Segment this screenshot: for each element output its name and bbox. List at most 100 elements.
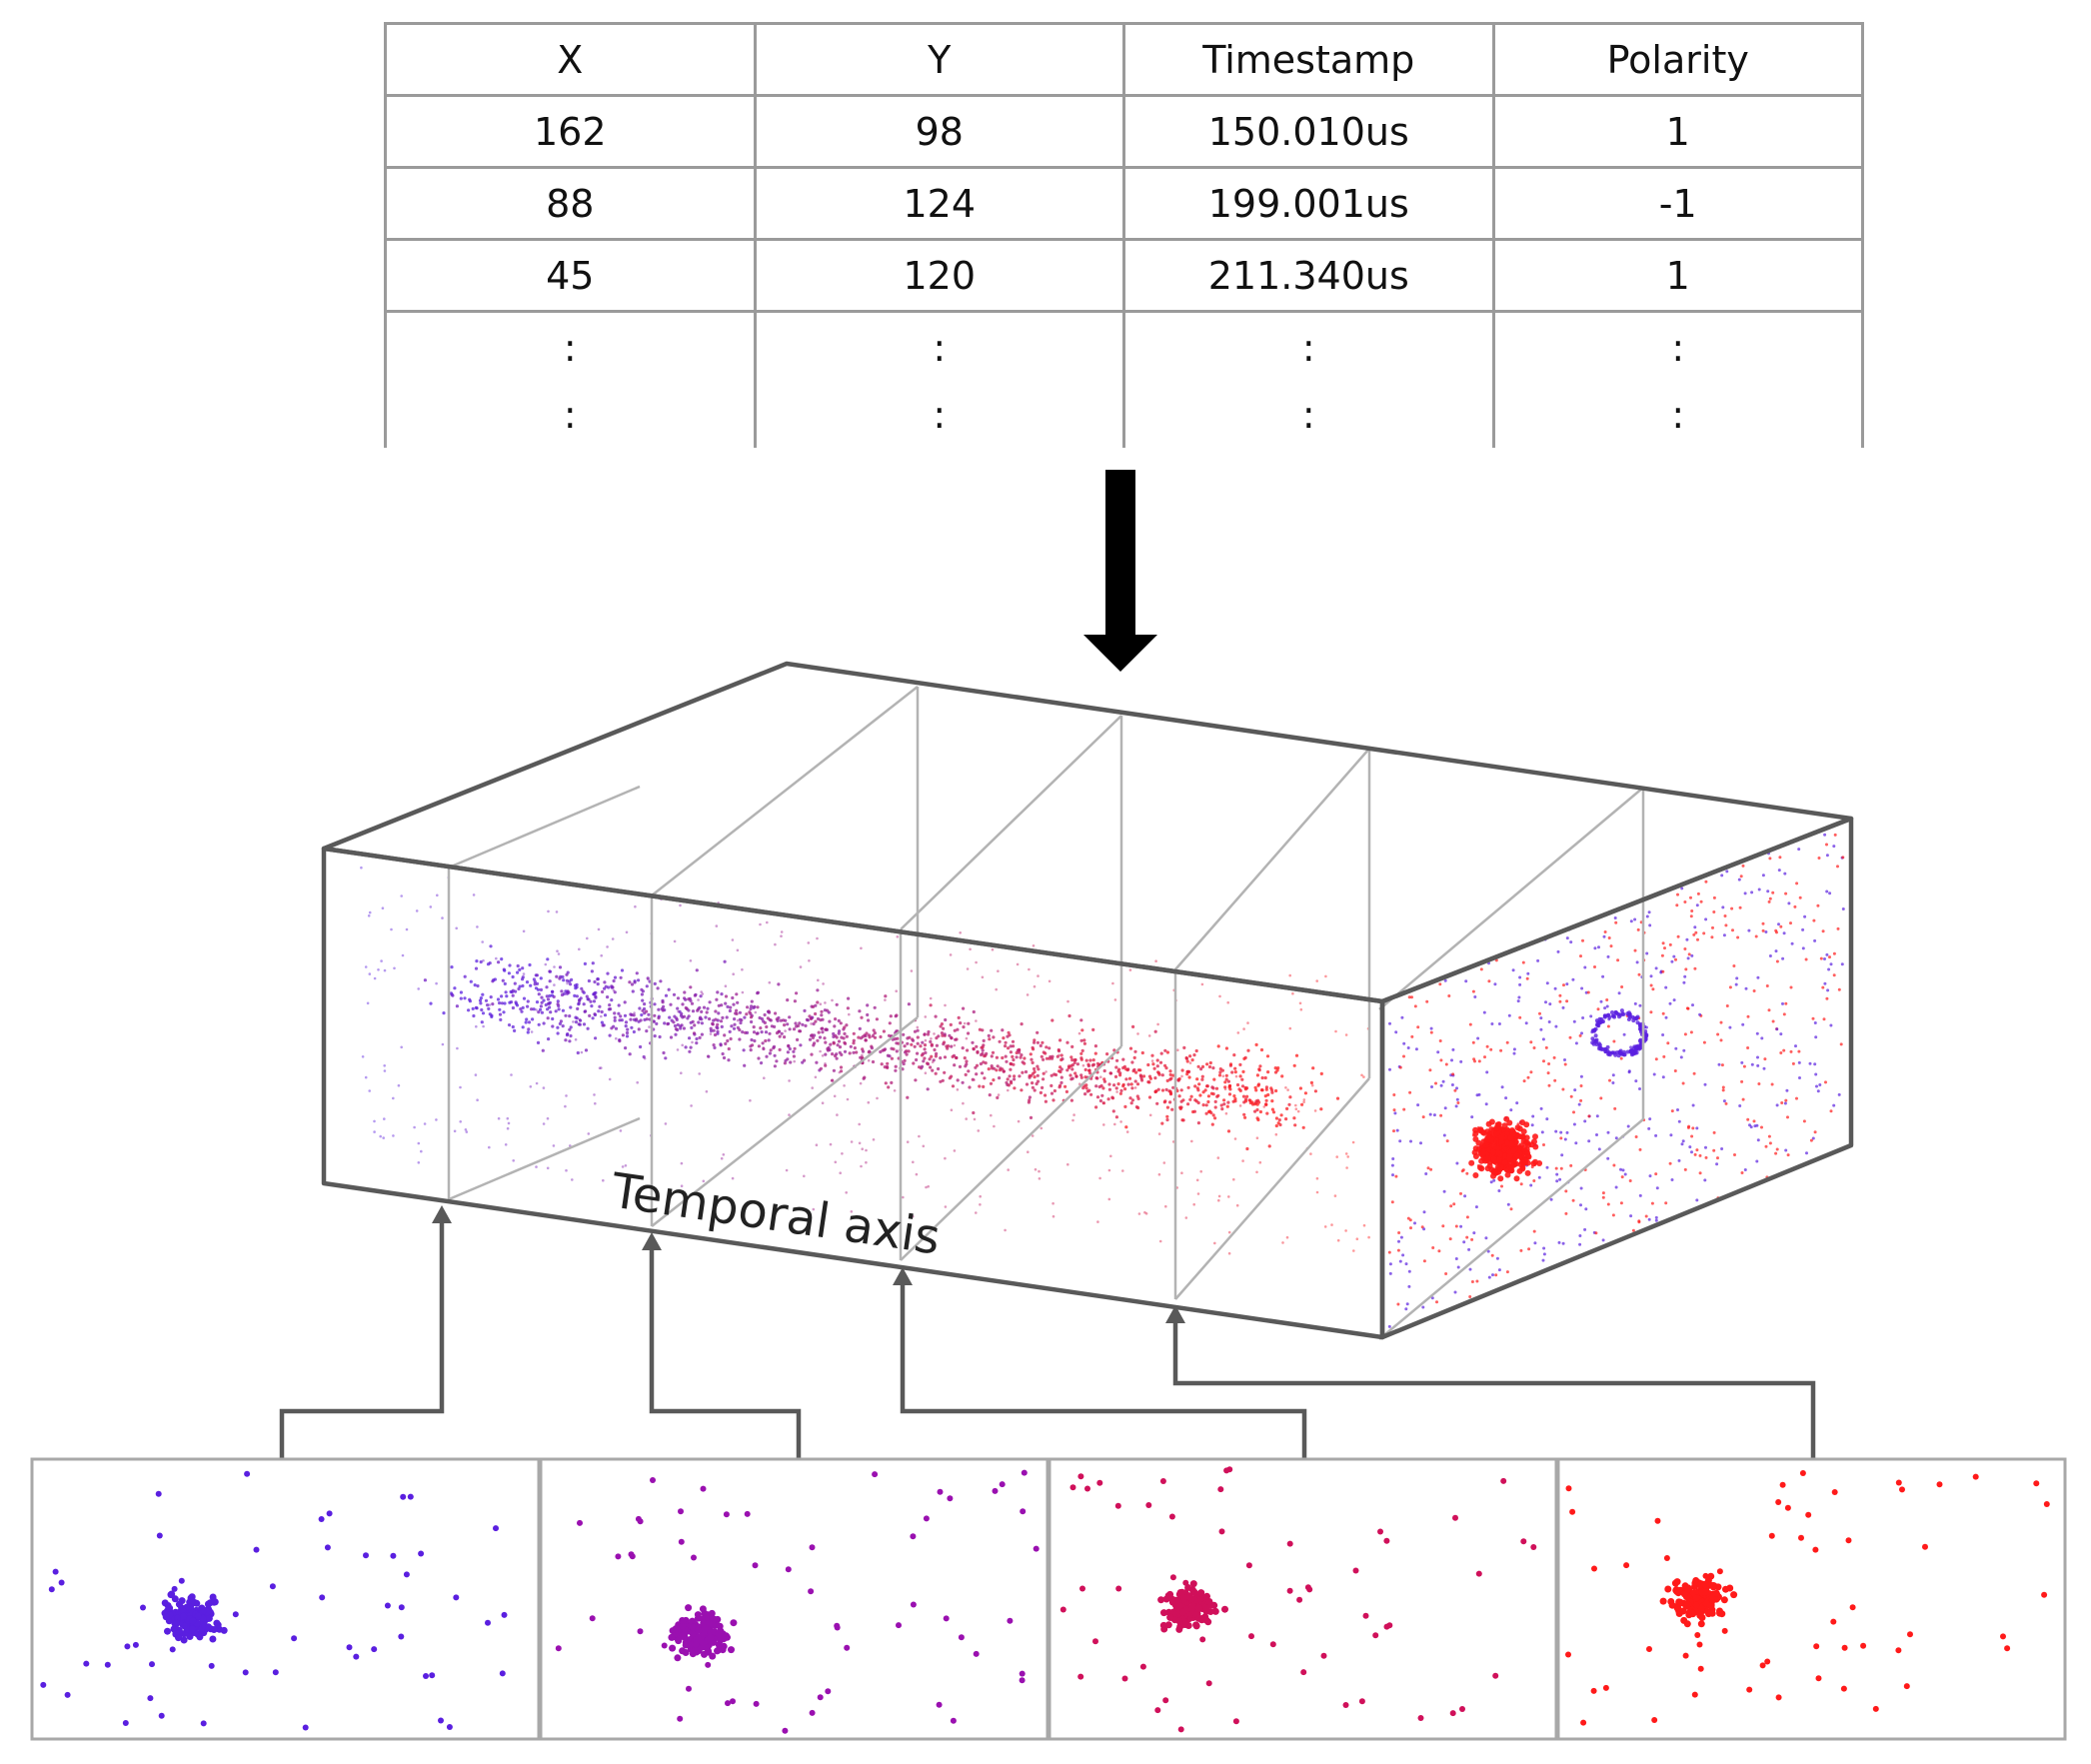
event-dot: [574, 1015, 578, 1019]
time-slice-planes: [447, 686, 1645, 1340]
event-dot: [626, 1027, 630, 1031]
event-dot: [750, 999, 754, 1003]
event-dot: [373, 976, 377, 980]
event-dot: [1738, 1104, 1742, 1107]
event-dot: [700, 990, 703, 993]
event-dot: [834, 1160, 838, 1164]
event-dot: [1779, 924, 1783, 928]
event-dot: [691, 1009, 696, 1013]
event-dot: [1020, 1022, 1024, 1026]
event-dot: [645, 1017, 649, 1021]
event-dot: [816, 988, 820, 992]
event-dot: [1206, 1099, 1210, 1104]
event-dot: [676, 1048, 680, 1051]
event-dot: [1696, 891, 1700, 895]
frame-event-dot: [1500, 1477, 1507, 1484]
event-dot: [798, 1029, 802, 1033]
event-dot: [1222, 1098, 1226, 1102]
event-dot: [614, 1026, 619, 1030]
event-dot: [1243, 1055, 1247, 1059]
event-dot: [1781, 956, 1785, 960]
event-dot: [611, 937, 615, 940]
frame-event-dot: [1180, 1594, 1188, 1602]
event-dot: [1812, 918, 1816, 922]
event-dot: [961, 1046, 965, 1050]
event-dot: [1186, 1102, 1190, 1106]
frame-event-dot: [1972, 1473, 1979, 1480]
frame-event-dot: [947, 1495, 954, 1502]
event-dot: [1185, 1059, 1189, 1063]
event-dot: [1802, 1119, 1806, 1123]
event-dot: [1545, 1165, 1549, 1169]
event-dot: [1580, 1031, 1583, 1035]
event-dot: [824, 1027, 829, 1031]
event-dot: [1033, 1040, 1037, 1044]
event-dot: [555, 910, 559, 913]
event-dot: [709, 1032, 713, 1035]
continuation-mark: :: [384, 382, 757, 448]
frame-event-dot: [2000, 1633, 2006, 1640]
event-dot: [821, 1054, 825, 1057]
event-dot: [569, 1025, 573, 1029]
event-dot: [1487, 979, 1491, 983]
event-dot: [1519, 1119, 1526, 1126]
event-dot: [400, 1045, 404, 1049]
event-dot: [705, 1010, 709, 1014]
frame-event-dot: [937, 1488, 944, 1495]
event-dot: [1675, 903, 1679, 907]
event-dot: [1486, 1249, 1490, 1253]
frame-event-dot: [1730, 1591, 1738, 1599]
event-dot: [1192, 1053, 1196, 1057]
event-dot: [943, 1055, 948, 1059]
event-dot: [1147, 1080, 1151, 1084]
event-dot: [1629, 919, 1633, 923]
event-dot: [1527, 1247, 1531, 1251]
event-dot: [1676, 934, 1680, 938]
event-dot: [1648, 923, 1652, 927]
event-dot: [1462, 1240, 1466, 1244]
event-dot: [405, 927, 409, 931]
event-dot: [1082, 1041, 1086, 1045]
event-dot: [584, 1048, 589, 1052]
event-dot: [720, 1024, 724, 1028]
event-dot: [1661, 1033, 1665, 1036]
event-dot: [1682, 1048, 1686, 1052]
event-dot: [967, 1031, 971, 1035]
event-dot: [1513, 1151, 1520, 1158]
event-dot: [580, 1050, 584, 1054]
event-dot: [1413, 1221, 1416, 1225]
event-dot: [1152, 1066, 1156, 1070]
event-dot: [1629, 1045, 1633, 1049]
event-dot: [1546, 1071, 1550, 1075]
event-dot: [1234, 1074, 1238, 1078]
event-dot: [1128, 1096, 1132, 1100]
event-dot: [1579, 1186, 1583, 1190]
event-dot: [1086, 1062, 1090, 1066]
event-dot: [749, 1048, 753, 1052]
event-dot: [513, 981, 517, 985]
event-dot: [752, 1005, 756, 1010]
event-dot: [1163, 1099, 1167, 1103]
event-dot: [772, 1044, 777, 1048]
event-dot: [1596, 1007, 1600, 1011]
event-dot: [697, 998, 700, 1001]
event-dot: [1669, 1133, 1673, 1137]
event-dot: [1782, 1048, 1786, 1052]
event-dot: [1032, 1047, 1036, 1051]
event-dot: [1532, 1046, 1536, 1049]
event-dot: [1029, 1052, 1033, 1056]
event-dot: [738, 1037, 742, 1041]
event-dot: [1084, 1086, 1088, 1090]
event-dot: [1676, 1108, 1679, 1111]
frame-event-dot: [689, 1630, 697, 1638]
event-frames: [30, 1457, 2067, 1741]
event-dot: [881, 1048, 885, 1052]
event-dot: [465, 1130, 469, 1133]
event-dot: [1569, 1094, 1573, 1098]
event-dot: [1553, 1078, 1557, 1082]
event-dot: [828, 1019, 832, 1023]
event-dot: [965, 1062, 969, 1066]
event-dot: [1355, 1237, 1359, 1240]
frame-event-dot: [1059, 1606, 1066, 1613]
event-dot: [1774, 1151, 1778, 1155]
